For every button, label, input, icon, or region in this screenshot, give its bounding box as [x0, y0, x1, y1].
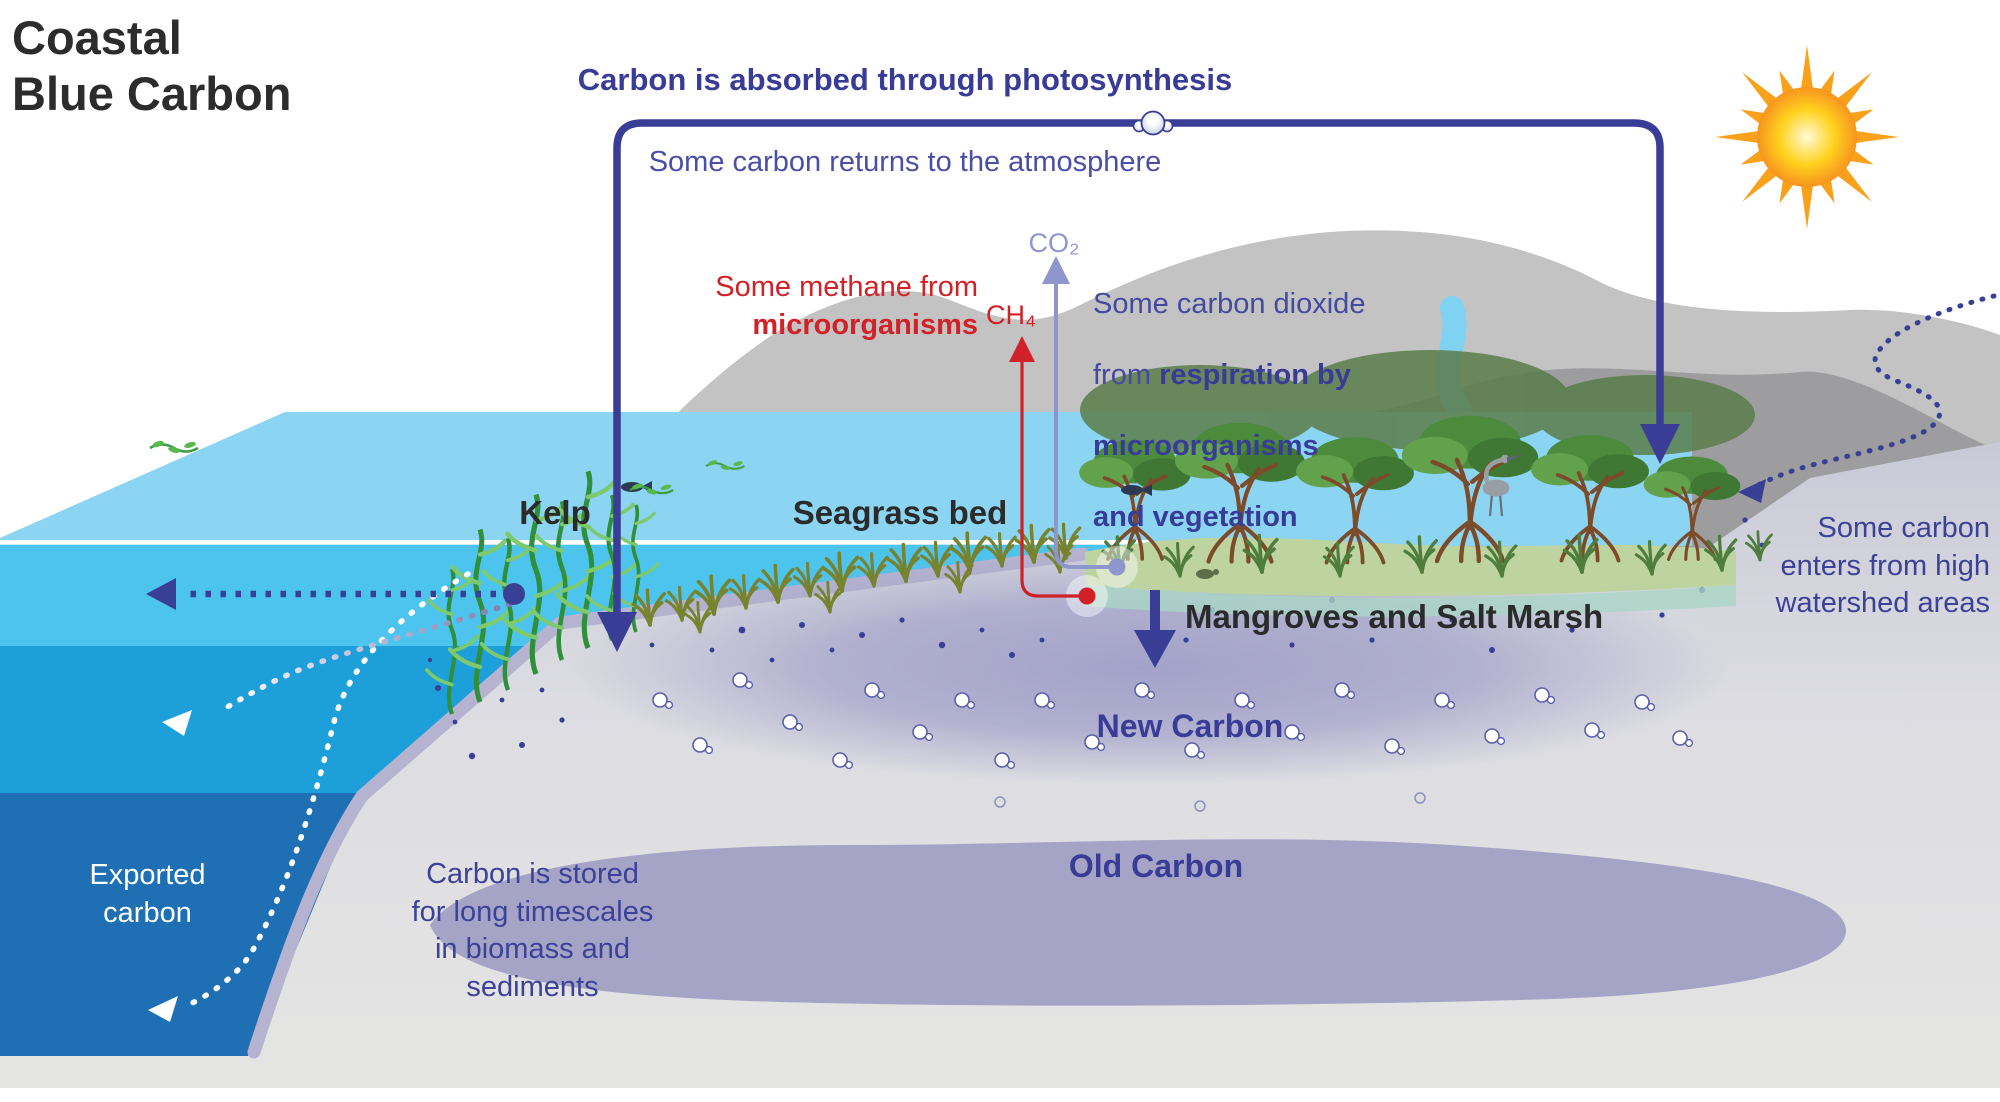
buried-molecules — [652, 672, 1694, 812]
photosynthesis-arrow — [597, 110, 1680, 652]
co2-molecule-icon — [1132, 110, 1174, 136]
old-carbon-label: Old Carbon — [1068, 848, 1244, 884]
returns-label: Some carbon returns to the atmosphere — [648, 146, 1162, 178]
export-surface-arrow — [146, 578, 525, 610]
absorbed-label: Carbon is absorbed through photosynthesi… — [577, 62, 1233, 97]
new-carbon-label: New Carbon — [1096, 708, 1284, 744]
mangroves-label: Mangroves and Salt Marsh — [1185, 598, 1604, 635]
mangrove-canopy-back — [1080, 350, 1755, 455]
export-mid-arrow — [162, 601, 513, 736]
seagrass-label: Seagrass bed — [792, 494, 1008, 531]
co2-gas-label: CO₂ — [1028, 228, 1080, 258]
burial-arrow — [1134, 590, 1176, 668]
turtle-icon — [1196, 569, 1219, 579]
sun-icon — [1715, 45, 1899, 229]
kelp-label: Kelp — [519, 494, 591, 531]
old-carbon-blob — [430, 839, 1846, 1006]
respiration-label: Some carbon dioxide from respiration by … — [1093, 288, 1366, 533]
export-deep-arrow — [148, 571, 471, 1022]
waterline — [0, 540, 1150, 545]
ch4-arrow — [1009, 336, 1108, 617]
heron-icon — [1482, 454, 1523, 517]
co2-arrow — [1042, 256, 1138, 588]
watershed-arrow — [1738, 293, 1997, 503]
ch4-gas-label: CH₄ — [986, 300, 1037, 330]
